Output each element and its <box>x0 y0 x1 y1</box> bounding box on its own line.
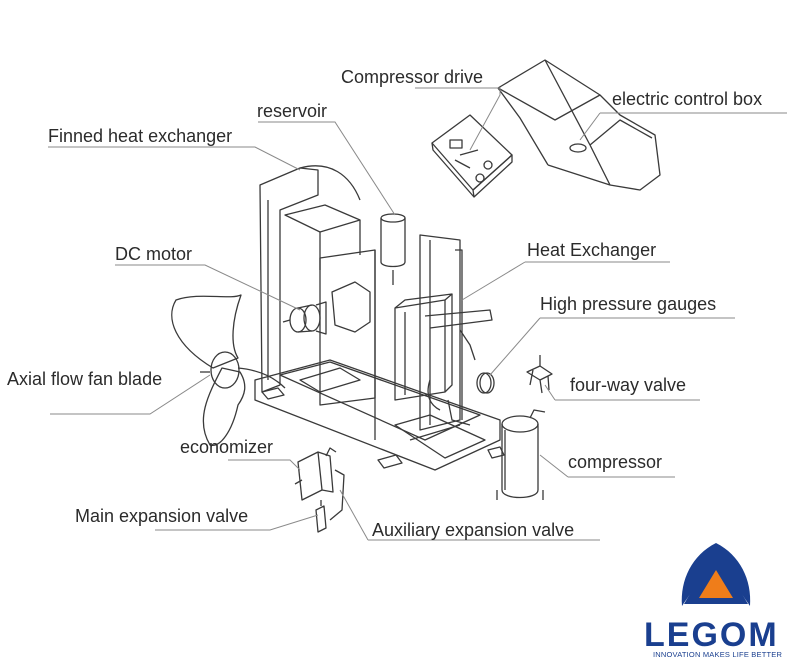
dc-motor <box>282 301 327 335</box>
axial-fan-blade <box>171 294 286 446</box>
label-dc-motor: DC motor <box>115 244 193 264</box>
label-compressor: compressor <box>568 452 663 472</box>
economizer-drawing <box>294 447 345 521</box>
compressor-drawing <box>496 409 546 500</box>
four-way-valve-drawing <box>526 355 553 394</box>
plate-heat-exchanger <box>394 293 493 426</box>
label-high-pressure-gauges: High pressure gauges <box>540 294 717 314</box>
label-main-expansion-valve: Main expansion valve <box>75 506 249 526</box>
label-auxiliary-expansion-valve: Auxiliary expansion valve <box>372 520 575 540</box>
electric-control-box <box>497 59 661 191</box>
label-electric-control-box: electric control box <box>612 89 763 109</box>
main-expansion-valve-drawing <box>315 500 327 533</box>
leader-lines <box>48 87 787 541</box>
base-plate <box>254 359 501 471</box>
high-pressure-gauge <box>476 372 495 394</box>
feet <box>261 387 505 469</box>
top-shelf <box>284 204 361 270</box>
legom-logo-icon <box>681 543 751 606</box>
label-heat-exchanger: Heat Exchanger <box>527 240 657 260</box>
legom-logo-tagline: INNOVATION MAKES LIFE BETTER <box>653 650 783 659</box>
reservoir <box>380 213 406 285</box>
label-economizer: economizer <box>180 437 274 457</box>
label-four-way-valve: four-way valve <box>570 375 687 395</box>
label-axial-flow-fan-blade: Axial flow fan blade <box>7 369 163 389</box>
label-reservoir: reservoir <box>257 101 328 121</box>
compressor-drive-board <box>431 114 513 198</box>
legom-logo-text: LEGOM <box>644 616 779 654</box>
motor-mount-panel <box>319 249 376 440</box>
finned-heat-exchanger-panel <box>259 165 361 393</box>
label-finned-heat-exchanger: Finned heat exchanger <box>48 126 233 146</box>
label-compressor-drive: Compressor drive <box>341 67 484 87</box>
